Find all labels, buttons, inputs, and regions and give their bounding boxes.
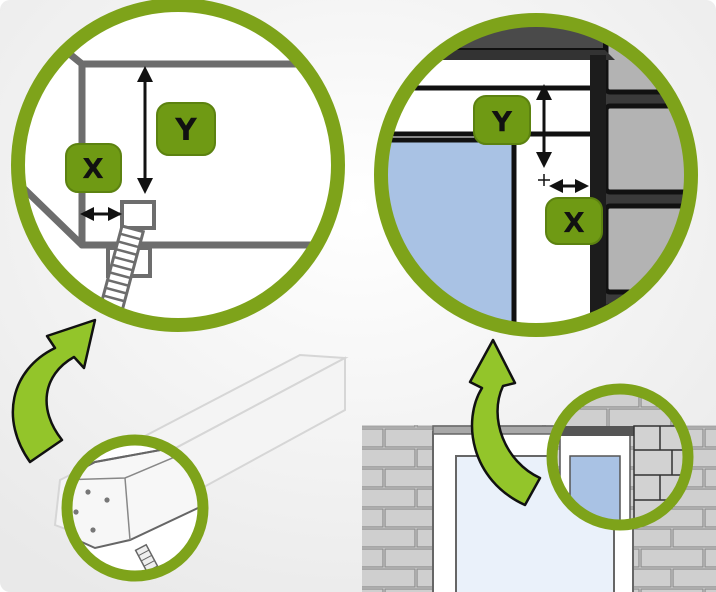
label-badge-x-left: X [65,143,122,193]
curved-arrow-icon [468,338,542,507]
badge-text: Y [491,105,513,138]
measure-arrow-icon [549,179,589,193]
curved-arrow-icon [11,318,97,464]
badge-text: X [82,152,104,185]
measure-arrow-icon [80,207,122,221]
label-badge-x-right: X [545,197,603,245]
badge-text: X [563,206,585,239]
badge-text: Y [174,113,198,148]
measure-arrow-icon [536,84,552,168]
zoom-source-right [546,383,694,531]
zoom-source-left [61,434,209,582]
detail-circle-right: Y X [374,13,698,337]
label-badge-y-right: Y [473,95,531,145]
measure-arrow-icon [137,66,153,194]
label-badge-y-left: Y [156,102,216,156]
